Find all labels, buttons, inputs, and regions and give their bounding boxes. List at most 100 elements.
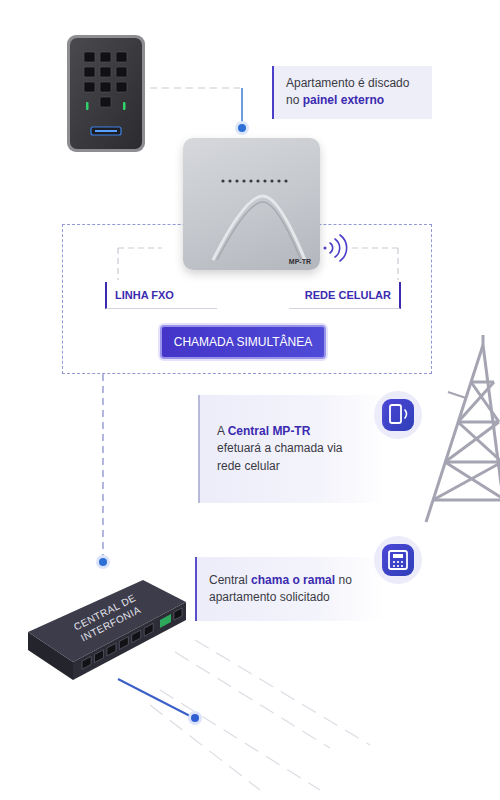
logo-symbol — [213, 196, 305, 260]
keypad-illustration — [84, 52, 95, 62]
callout-box: Apartamento é discado no painel externo — [272, 66, 432, 119]
keypad-illustration — [84, 82, 95, 92]
decorative-lines — [150, 705, 260, 790]
port-symbol — [82, 656, 91, 669]
node-text: Apartamento é discado no painel externo — [286, 75, 422, 110]
text-run — [355, 76, 358, 90]
keypad-illustration — [123, 102, 126, 110]
text-run: externo — [341, 93, 384, 107]
text-run — [224, 424, 227, 438]
signal-line — [118, 679, 202, 725]
cell-tower-illustration — [471, 381, 494, 384]
switch-box: CENTRAL DE INTERFONIA — [28, 562, 190, 688]
keypad-illustration — [100, 97, 111, 107]
device-illustration — [183, 138, 320, 270]
text-run: solicitado — [280, 590, 330, 604]
port-symbol — [132, 630, 141, 643]
keypad-illustration — [100, 67, 111, 77]
led-symbol — [235, 179, 238, 182]
text-run: no — [338, 573, 351, 587]
port-symbol — [174, 608, 182, 620]
callout-box: A Central MP-TR efetuará a chamada via r… — [198, 395, 500, 503]
text-run: celular — [244, 459, 279, 473]
text-run: Central — [209, 573, 248, 587]
text-run — [299, 93, 302, 107]
led-symbol — [270, 179, 273, 182]
text-run: rede — [217, 459, 241, 473]
wireless-symbol — [335, 239, 340, 257]
text-run — [269, 424, 272, 438]
port-symbol — [119, 637, 128, 650]
connector — [102, 374, 103, 562]
led-symbol — [242, 179, 245, 182]
keypad-illustration — [84, 67, 95, 77]
led-symbol — [277, 179, 280, 182]
wireless-symbol — [330, 243, 333, 253]
text-run: Apartamento — [286, 76, 355, 90]
led-symbol — [284, 179, 287, 182]
keypad-illustration — [116, 52, 127, 62]
node-text: CHAMADA SIMULTÂNEA — [168, 335, 318, 349]
text-run: chamada — [274, 441, 323, 455]
keypad-illustration — [116, 82, 127, 92]
wireless-symbol — [324, 247, 327, 250]
device-box: MP-TR — [183, 138, 320, 270]
guide-lines — [117, 248, 118, 280]
leader-line — [150, 87, 240, 88]
text-run: a — [264, 441, 271, 455]
leader-line — [241, 88, 243, 123]
keypad-illustration — [95, 130, 117, 132]
terminal-symbol — [160, 614, 171, 628]
led-symbol — [256, 179, 259, 182]
port-label: REDE CELULAR — [289, 282, 401, 309]
keypad-illustration — [84, 52, 127, 107]
text-run: Central — [228, 424, 269, 438]
decorative-lines — [195, 640, 370, 745]
text-run: discado — [368, 76, 409, 90]
connector-group — [96, 374, 110, 569]
guide-lines — [352, 247, 398, 248]
keypad-illustration — [67, 35, 145, 152]
text-run: via — [327, 441, 342, 455]
text-run — [337, 93, 340, 107]
wireless-symbol — [340, 235, 347, 261]
text-run: painel — [303, 93, 338, 107]
text-run: chama — [251, 573, 289, 587]
signal-line — [118, 679, 190, 716]
text-run: efetuará — [217, 441, 261, 455]
guide-lines — [397, 248, 398, 280]
text-run — [300, 573, 303, 587]
cell-tower-illustration — [482, 335, 485, 345]
text-run — [324, 441, 327, 455]
endpoint-dot — [99, 558, 107, 566]
callout-box: Central chama o ramal no apartamento sol… — [195, 557, 500, 621]
text-run: ramal — [303, 573, 335, 587]
text-run: A — [217, 424, 224, 438]
keypad-illustration — [100, 82, 111, 92]
signal-line — [191, 714, 199, 722]
node-text: MP-TR — [289, 258, 311, 265]
endpoint-dot — [96, 555, 110, 569]
keypad-illustration — [86, 102, 89, 110]
node-text: Central chama o ramal no apartamento sol… — [209, 572, 364, 607]
text-run — [289, 573, 292, 587]
port-label: LINHA FXO — [105, 282, 217, 309]
text-run — [276, 590, 279, 604]
text-run — [248, 573, 251, 587]
text-run: MP-TR — [272, 424, 310, 438]
text-run: o — [292, 573, 299, 587]
action-button: CHAMADA SIMULTÂNEA — [160, 325, 326, 359]
text-run: no — [286, 93, 299, 107]
led-symbol — [249, 179, 252, 182]
port-symbol — [94, 650, 103, 663]
leader-line — [238, 124, 246, 132]
guide-lines — [118, 247, 162, 248]
wireless-symbol — [324, 235, 347, 261]
text-run — [261, 441, 264, 455]
node-text: A Central MP-TR efetuará a chamada via r… — [217, 423, 357, 475]
keypad-illustration — [70, 38, 142, 149]
text-run — [365, 76, 368, 90]
decorative-lines — [150, 640, 370, 790]
port-symbol — [144, 623, 153, 636]
